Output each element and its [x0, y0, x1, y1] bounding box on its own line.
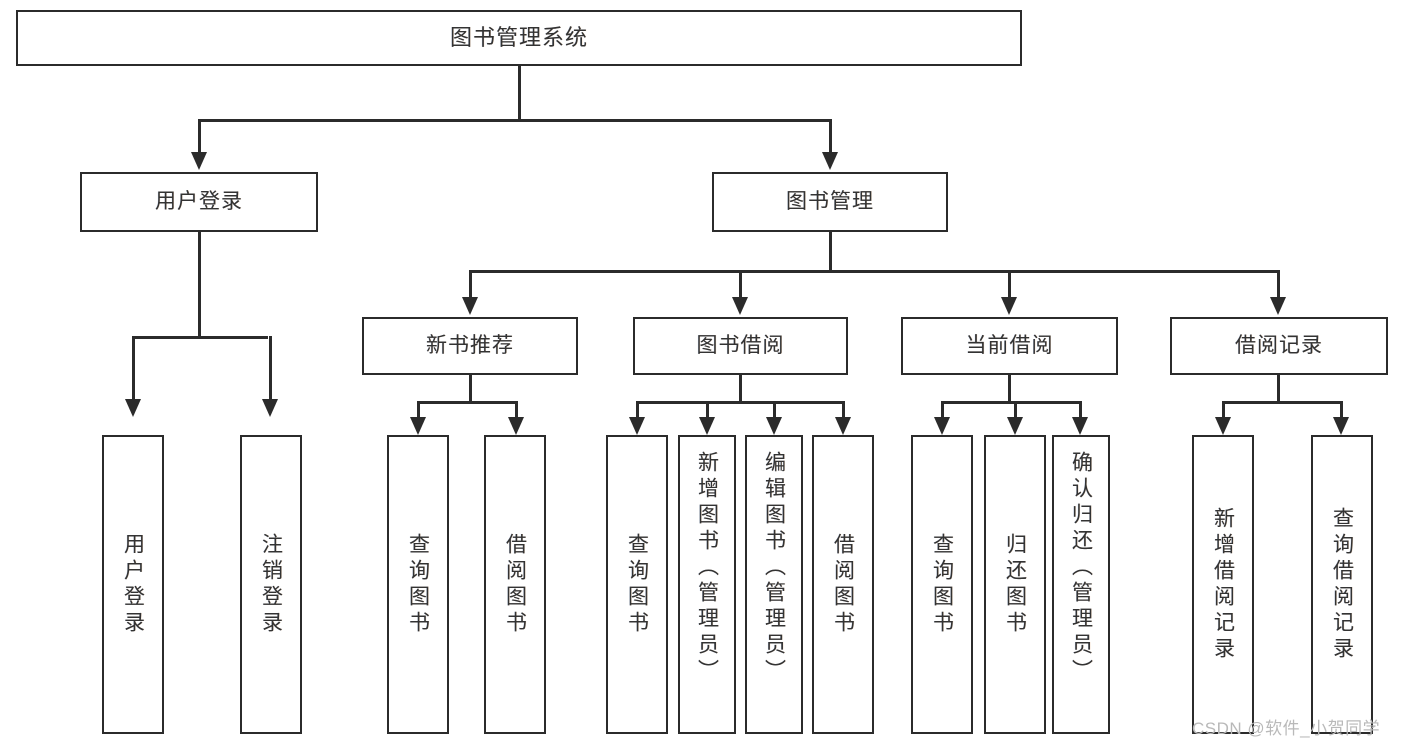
connector-borrow-to-leaf-1 [636, 401, 639, 418]
arrow-to-leaf-edit-book-admin [766, 417, 782, 435]
connector-borrow-bar [636, 401, 844, 404]
node-root-system[interactable]: 图书管理系统 [16, 10, 1022, 66]
connector-recommend-trunk [469, 375, 472, 403]
node-label: 确认归还（管理员） [1069, 451, 1093, 685]
node-new-book-recommend[interactable]: 新书推荐 [362, 317, 578, 375]
connector-recommend-to-leaf-2 [515, 401, 518, 418]
arrow-to-user-login [191, 152, 207, 170]
node-user-login[interactable]: 用户登录 [80, 172, 318, 232]
node-leaf-query-borrow-record[interactable]: 查询借阅记录 [1311, 435, 1373, 734]
connector-borrow-to-leaf-2 [706, 401, 709, 418]
connector-borrow-trunk [739, 375, 742, 403]
node-label: 查询图书 [625, 532, 649, 637]
node-leaf-return-book[interactable]: 归还图书 [984, 435, 1046, 734]
connector-user-login-bar [132, 336, 268, 339]
arrow-to-leaf-query-book-borrow [629, 417, 645, 435]
node-label: 新增图书（管理员） [695, 451, 719, 685]
node-label: 图书借阅 [696, 333, 785, 357]
connector-book-manage-to-borrow [739, 270, 742, 298]
connector-current-trunk [1008, 375, 1011, 403]
node-label: 查询图书 [406, 532, 430, 637]
node-leaf-user-login[interactable]: 用户登录 [102, 435, 164, 734]
node-label: 归还图书 [1003, 532, 1027, 637]
arrow-to-leaf-borrow-book [835, 417, 851, 435]
arrow-to-borrow-record [1270, 297, 1286, 315]
node-leaf-borrow-book-recommend[interactable]: 借阅图书 [484, 435, 546, 734]
node-leaf-query-book-recommend[interactable]: 查询图书 [387, 435, 449, 734]
node-leaf-query-book-current[interactable]: 查询图书 [911, 435, 973, 734]
node-book-borrow[interactable]: 图书借阅 [633, 317, 848, 375]
arrow-to-leaf-query-book-current [934, 417, 950, 435]
node-label: 注销登录 [259, 532, 283, 637]
connector-user-login-to-leaf-2 [269, 336, 272, 400]
connector-root-bar [198, 119, 831, 122]
node-label: 用户登录 [121, 532, 145, 637]
arrow-to-leaf-user-login [125, 399, 141, 417]
arrow-to-leaf-borrow-book-recommend [508, 417, 524, 435]
node-book-manage[interactable]: 图书管理 [712, 172, 948, 232]
connector-root-to-book-manage [829, 119, 832, 153]
arrow-to-leaf-logout-login [262, 399, 278, 417]
connector-record-to-leaf-1 [1222, 401, 1225, 418]
connector-current-to-leaf-2 [1014, 401, 1017, 418]
connector-record-trunk [1277, 375, 1280, 403]
connector-root-trunk [518, 66, 521, 121]
connector-recommend-bar [417, 401, 518, 404]
node-label: 当前借阅 [965, 333, 1054, 357]
arrow-to-current-borrow [1001, 297, 1017, 315]
connector-book-manage-to-recommend [469, 270, 472, 298]
connector-book-manage-to-record [1277, 270, 1280, 298]
arrow-to-leaf-query-borrow-record [1333, 417, 1349, 435]
connector-borrow-to-leaf-4 [842, 401, 845, 418]
arrow-to-leaf-add-borrow-record [1215, 417, 1231, 435]
arrow-to-leaf-confirm-return-admin [1072, 417, 1088, 435]
watermark-csdn: CSDN @软件_小贺同学 [1192, 719, 1381, 738]
node-label: 借阅记录 [1235, 333, 1323, 357]
connector-recommend-to-leaf-1 [417, 401, 420, 418]
connector-book-manage-to-current [1008, 270, 1011, 298]
connector-current-bar [941, 401, 1081, 404]
connector-book-manage-bar [469, 270, 1279, 273]
node-label: 新增借阅记录 [1211, 506, 1235, 663]
connector-user-login-trunk [198, 232, 201, 338]
node-leaf-confirm-return-admin[interactable]: 确认归还（管理员） [1052, 435, 1110, 734]
node-label: 图书管理 [786, 189, 874, 213]
node-borrow-record[interactable]: 借阅记录 [1170, 317, 1388, 375]
arrow-to-leaf-query-book-recommend [410, 417, 426, 435]
arrow-to-book-manage [822, 152, 838, 170]
node-leaf-add-borrow-record[interactable]: 新增借阅记录 [1192, 435, 1254, 734]
node-leaf-borrow-book[interactable]: 借阅图书 [812, 435, 874, 734]
node-leaf-add-book-admin[interactable]: 新增图书（管理员） [678, 435, 736, 734]
node-label: 查询借阅记录 [1330, 506, 1354, 663]
node-label: 用户登录 [155, 189, 243, 213]
node-leaf-edit-book-admin[interactable]: 编辑图书（管理员） [745, 435, 803, 734]
connector-record-to-leaf-2 [1340, 401, 1343, 418]
node-leaf-query-book-borrow[interactable]: 查询图书 [606, 435, 668, 734]
node-label: 借阅图书 [831, 532, 855, 637]
node-label: 编辑图书（管理员） [762, 451, 786, 685]
node-label: 新书推荐 [426, 333, 514, 357]
connector-record-bar [1222, 401, 1342, 404]
connector-user-login-to-leaf-1 [132, 336, 135, 400]
node-label: 图书管理系统 [449, 25, 588, 51]
node-label: 借阅图书 [503, 532, 527, 637]
connector-current-to-leaf-1 [941, 401, 944, 418]
connector-book-manage-trunk [829, 232, 832, 272]
connector-borrow-to-leaf-3 [773, 401, 776, 418]
arrow-to-book-borrow [732, 297, 748, 315]
arrow-to-new-book-recommend [462, 297, 478, 315]
node-current-borrow[interactable]: 当前借阅 [901, 317, 1118, 375]
arrow-to-leaf-return-book [1007, 417, 1023, 435]
arrow-to-leaf-add-book-admin [699, 417, 715, 435]
node-label: 查询图书 [930, 532, 954, 637]
connector-current-to-leaf-3 [1079, 401, 1082, 418]
connector-root-to-user-login [198, 119, 201, 153]
node-leaf-logout-login[interactable]: 注销登录 [240, 435, 302, 734]
